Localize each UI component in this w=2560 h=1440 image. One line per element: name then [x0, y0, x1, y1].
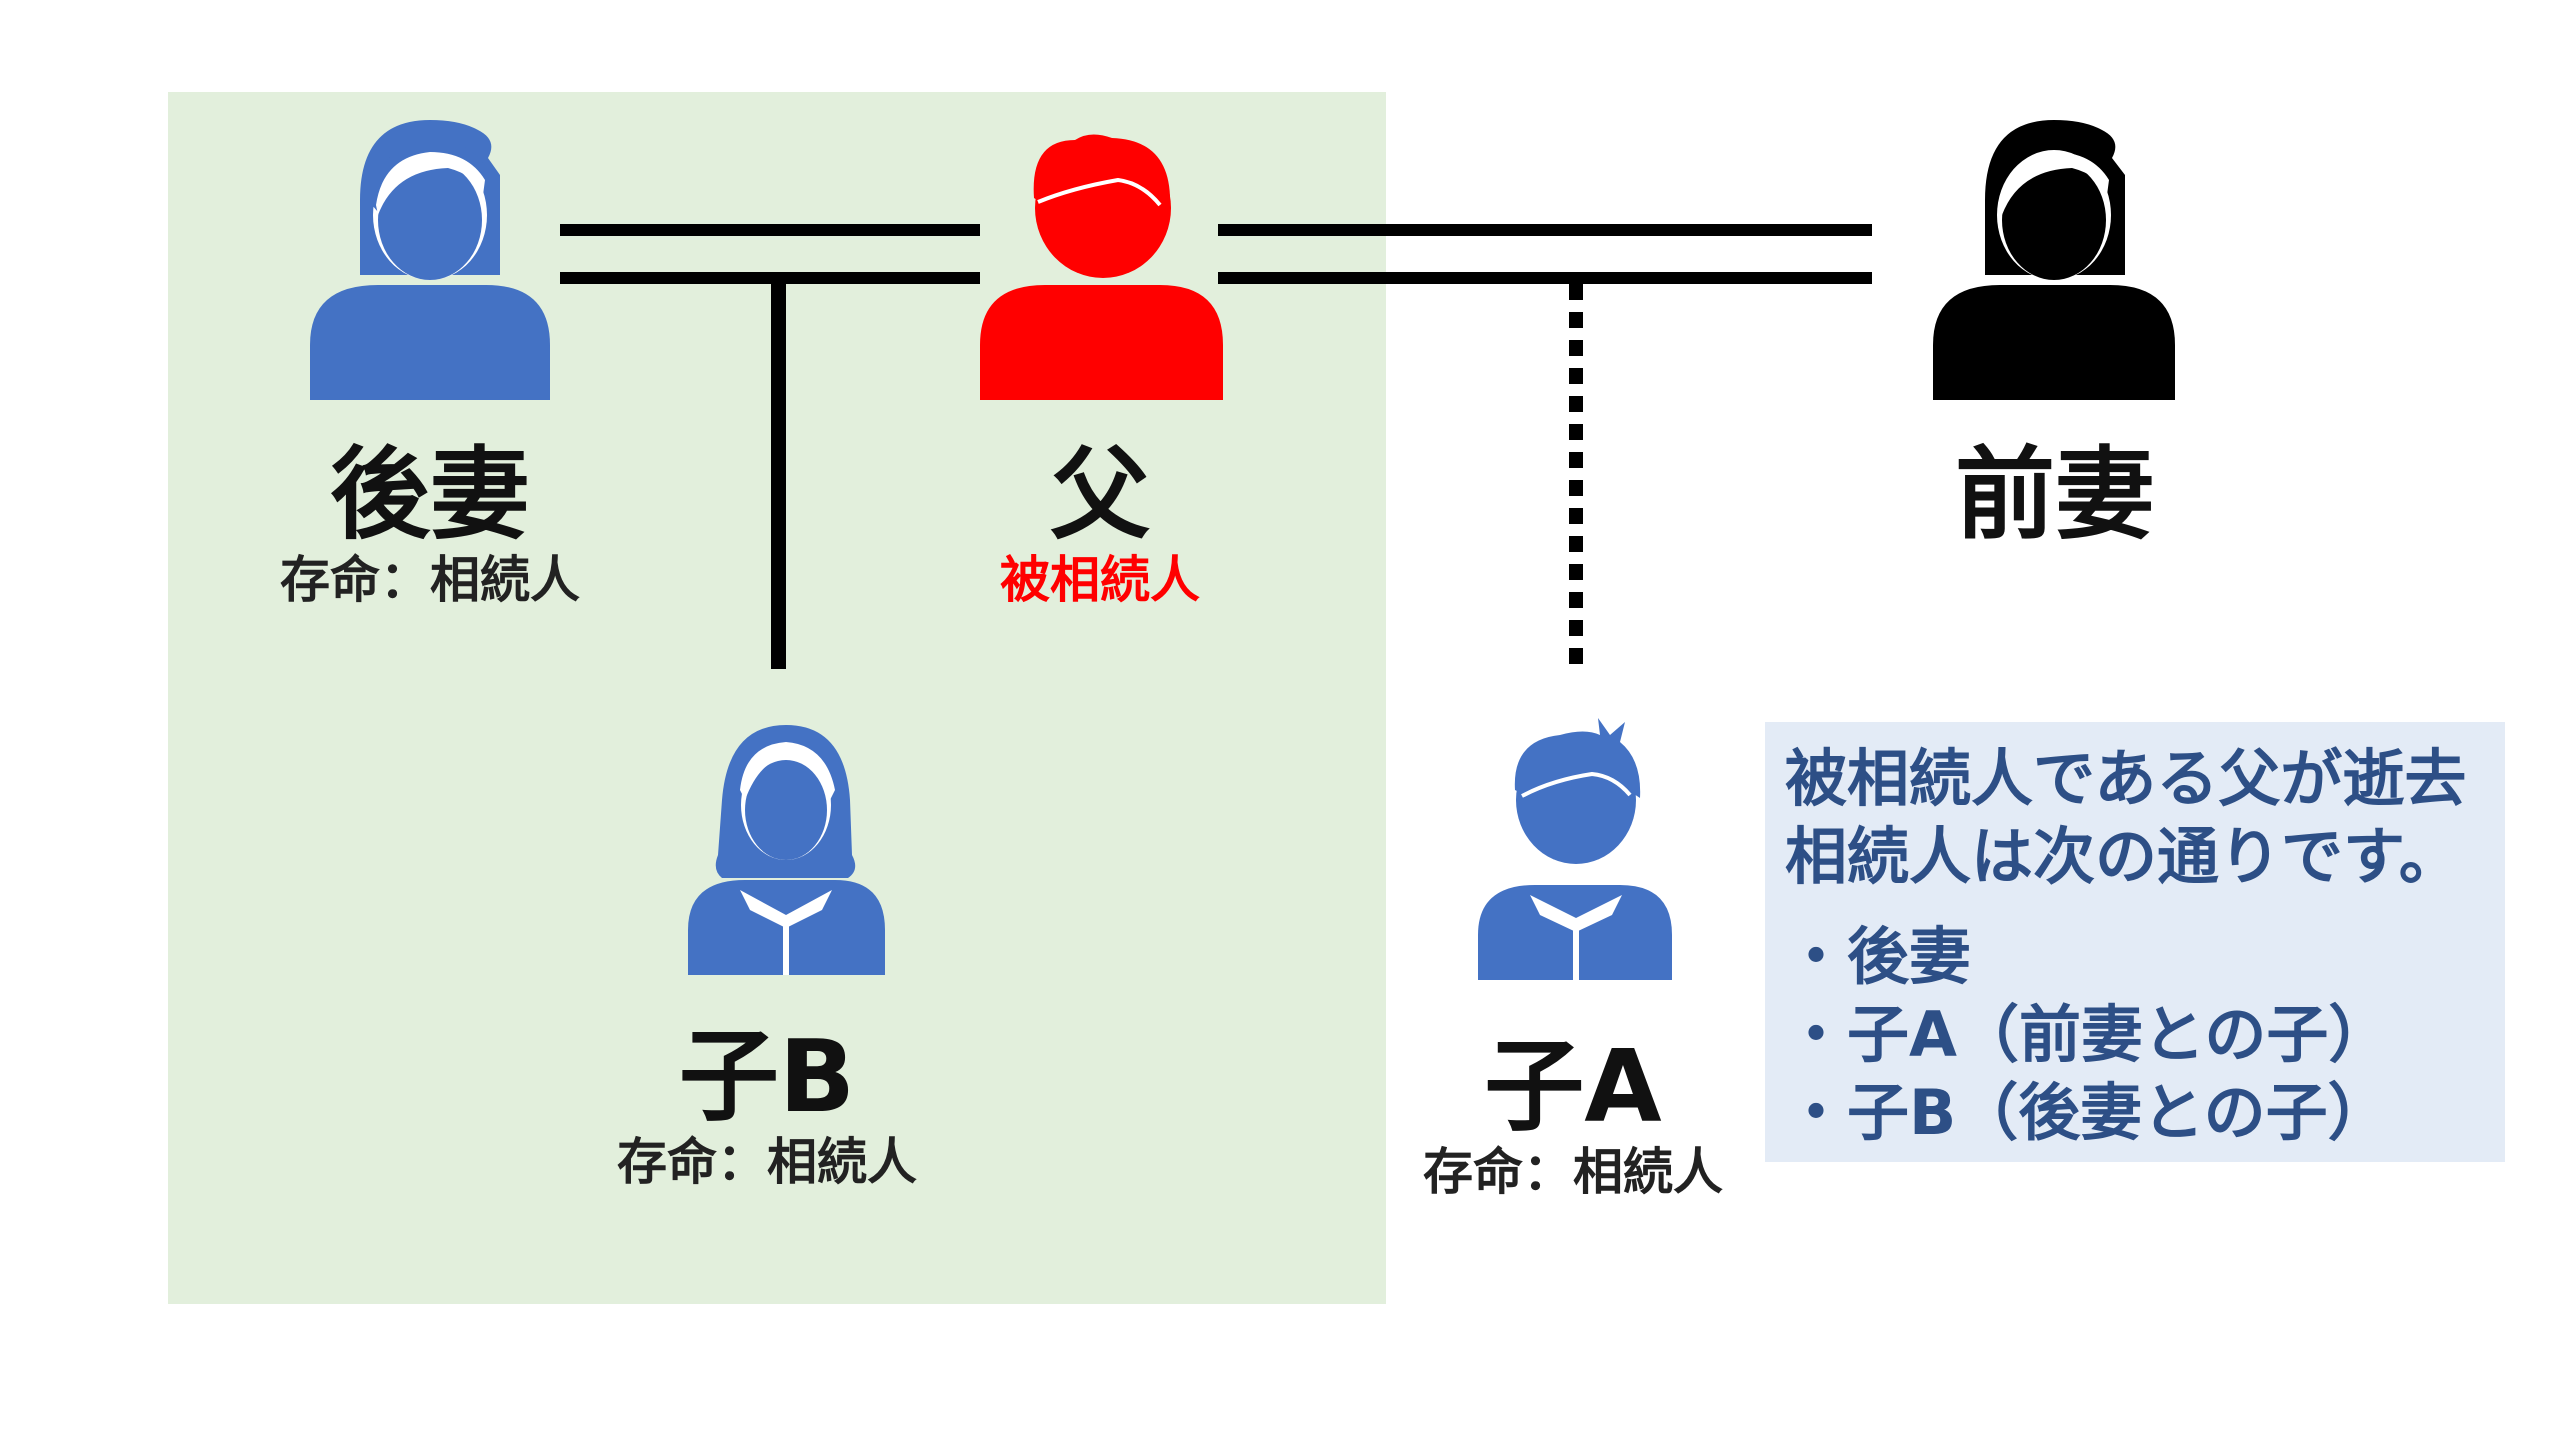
marriage-line-father-former-wife — [1218, 224, 1872, 284]
father-status: 被相続人 — [1000, 551, 1200, 609]
father-label: 父 被相続人 — [900, 440, 1300, 610]
child-b-status: 存命：相続人 — [617, 1133, 917, 1191]
second-wife-name: 後妻 — [330, 436, 530, 553]
heirs-note-box: 被相続人である父が逝去 相続人は次の通りです。 後妻 子A（前妻との子） 子B（… — [1765, 722, 2505, 1162]
heir-item-child-a: 子A（前妻との子） — [1785, 996, 2505, 1074]
second-wife-label: 後妻 存命：相続人 — [230, 440, 630, 610]
child-a-label: 子A 存命：相続人 — [1373, 1032, 1773, 1202]
girl-icon — [688, 725, 885, 975]
heir-item-child-b: 子B（後妻との子） — [1785, 1074, 2505, 1152]
note-line-2: 相続人は次の通りです。 — [1785, 820, 2461, 893]
second-wife-status: 存命：相続人 — [280, 551, 580, 609]
heirs-list: 後妻 子A（前妻との子） 子B（後妻との子） — [1785, 918, 2505, 1152]
woman-icon — [310, 120, 550, 400]
descent-line-child-b — [771, 284, 786, 669]
child-b-name: 子B — [678, 1018, 856, 1135]
note-line-1: 被相続人である父が逝去 — [1785, 742, 2467, 815]
child-a-status: 存命：相続人 — [1423, 1143, 1723, 1201]
child-a-name: 子A — [1484, 1028, 1662, 1145]
man-icon — [980, 134, 1223, 400]
child-b-label: 子B 存命：相続人 — [567, 1022, 967, 1192]
heir-item-second-wife: 後妻 — [1785, 918, 2505, 996]
marriage-line-second-wife-father — [560, 224, 980, 284]
former-wife-label: 前妻 — [1855, 440, 2255, 550]
boy-icon — [1478, 718, 1672, 980]
former-wife-name: 前妻 — [1955, 436, 2155, 553]
woman-icon — [1933, 120, 2175, 400]
father-name: 父 — [1050, 436, 1150, 553]
